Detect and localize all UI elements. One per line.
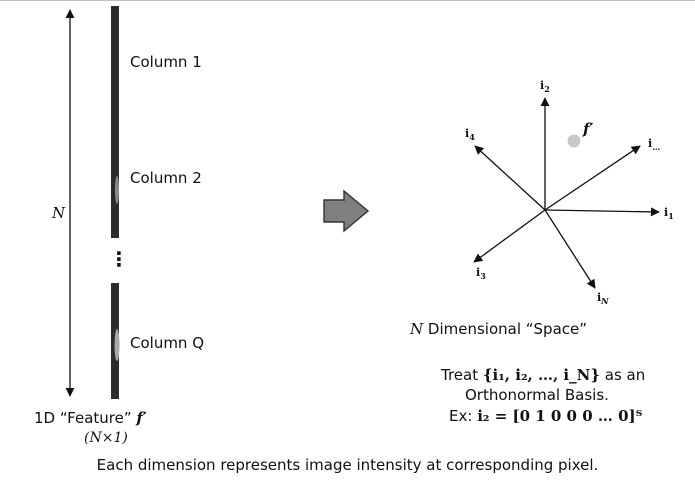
axis-i1-label: i1 (664, 206, 674, 222)
feature-caption-text: 1D “Feature” (34, 409, 132, 427)
axis-i3-line (473, 209, 546, 263)
basis-line-2: Orthonormal Basis. (465, 386, 609, 404)
axis-iN-label: iN (597, 291, 609, 307)
axis-i2-label: i2 (540, 79, 550, 95)
basis-set: {i₁, i₂, …, i_N} (482, 366, 600, 384)
axis-iN-line (544, 209, 596, 289)
point-label: f′ (583, 120, 594, 138)
top-border (0, 0, 695, 1)
axis-idots-label: i… (648, 137, 661, 153)
feature-caption: 1D “Feature” f′ (34, 409, 147, 427)
footer-caption: Each dimension represents image intensit… (96, 456, 599, 474)
axis-i3-label: i3 (476, 266, 486, 282)
feature-symbol: f′ (136, 409, 147, 427)
feature-bar-bottom-highlight (114, 329, 120, 361)
n-label: N (52, 204, 66, 222)
example-line: Ex: i₂ = [0 1 0 0 0 … 0]ᵀ (449, 407, 643, 425)
column-q-label: Column Q (130, 334, 205, 352)
column-1-label: Column 1 (130, 53, 202, 71)
basis-line-1: Treat {i₁, i₂, …, i_N} as an (441, 366, 646, 384)
transform-arrow-icon (323, 189, 370, 233)
feature-bar-top (111, 6, 119, 238)
ellipsis-vertical: ⋮ (109, 247, 129, 271)
axis-idots-line (544, 145, 641, 211)
space-title: N Dimensional “Space” (410, 320, 587, 338)
feature-bar-top-highlight (115, 176, 119, 204)
space-title-var: N (410, 320, 424, 338)
axis-i1-line (544, 207, 660, 217)
column-2-label: Column 2 (130, 169, 202, 187)
feature-size: (N×1) (84, 430, 128, 446)
example-vector: i₂ = [0 1 0 0 0 … 0]ᵀ (477, 407, 643, 425)
space-axes (473, 97, 660, 289)
space-title-text: Dimensional “Space” (427, 320, 588, 338)
feature-point (567, 134, 581, 148)
axis-i4-line (474, 145, 546, 211)
axis-i4-label: i4 (465, 127, 475, 143)
